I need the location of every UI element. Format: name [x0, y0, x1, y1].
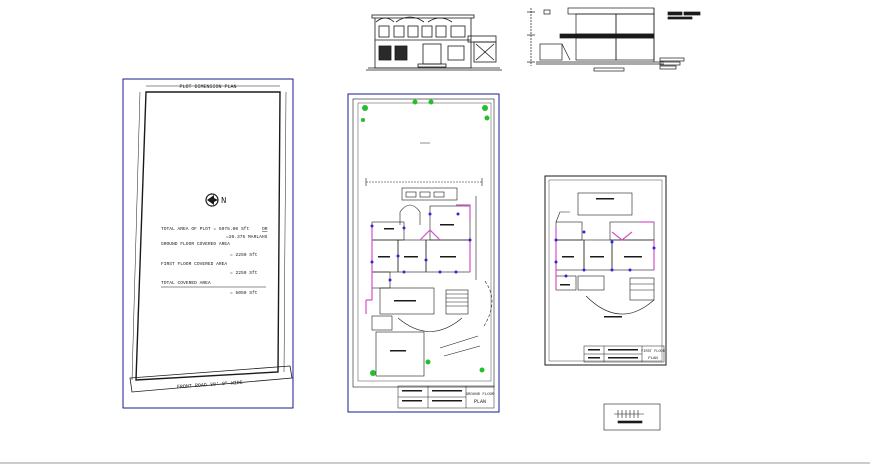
- front-elevation: [366, 14, 502, 71]
- north-label: N: [221, 196, 226, 206]
- ground-plan-frame: [347, 93, 500, 413]
- or-label: OR: [262, 226, 268, 232]
- front-road-strip: [129, 365, 293, 393]
- ground-covered-value: = 2250 Sft: [230, 252, 258, 258]
- total-covered-value: = 5050 Sft: [230, 290, 258, 296]
- tree-icons: [361, 99, 490, 376]
- section-drawing: [527, 7, 701, 72]
- marlas-label: =20.375 MARLAHS: [226, 234, 268, 240]
- ground-plan-subtitle: PLAN: [474, 399, 486, 405]
- total-area-label: TOTAL AREA OF PLOT = 5075.00 Sft: [161, 226, 249, 232]
- first-plan-title: FIRST FLOOR: [641, 350, 666, 354]
- plot-plan-frame: [122, 78, 294, 409]
- total-covered-label: TOTAL COVERED AREA: [161, 280, 211, 286]
- first-floor-plan: FIRST FLOOR PLAN: [544, 175, 667, 366]
- first-covered-value: = 2250 Sft: [230, 270, 258, 276]
- first-plan-subtitle: PLAN: [648, 357, 658, 361]
- ground-floor-plan: GROUND FLOOR PLAN: [347, 93, 500, 413]
- north-arrow-icon: [205, 193, 219, 207]
- detail-box: [603, 403, 661, 431]
- ground-covered-label: GROUND FLOOR COVERED AREA: [161, 241, 230, 247]
- ground-plan-title: GROUND FLOOR: [466, 393, 495, 397]
- plot-plan-title: PLOT DIMENSION PLAN: [179, 84, 236, 90]
- front-road-label: FRONT ROAD 30'-0" WIDE: [177, 380, 243, 391]
- plot-boundary: [135, 91, 281, 381]
- plot-dimension-plan: PLOT DIMENSION PLAN FRONT ROAD 30'-0" WI…: [122, 78, 294, 409]
- first-plan-frame: [544, 175, 667, 366]
- first-covered-label: FIRST FLOOR COVERED AREA: [161, 261, 227, 267]
